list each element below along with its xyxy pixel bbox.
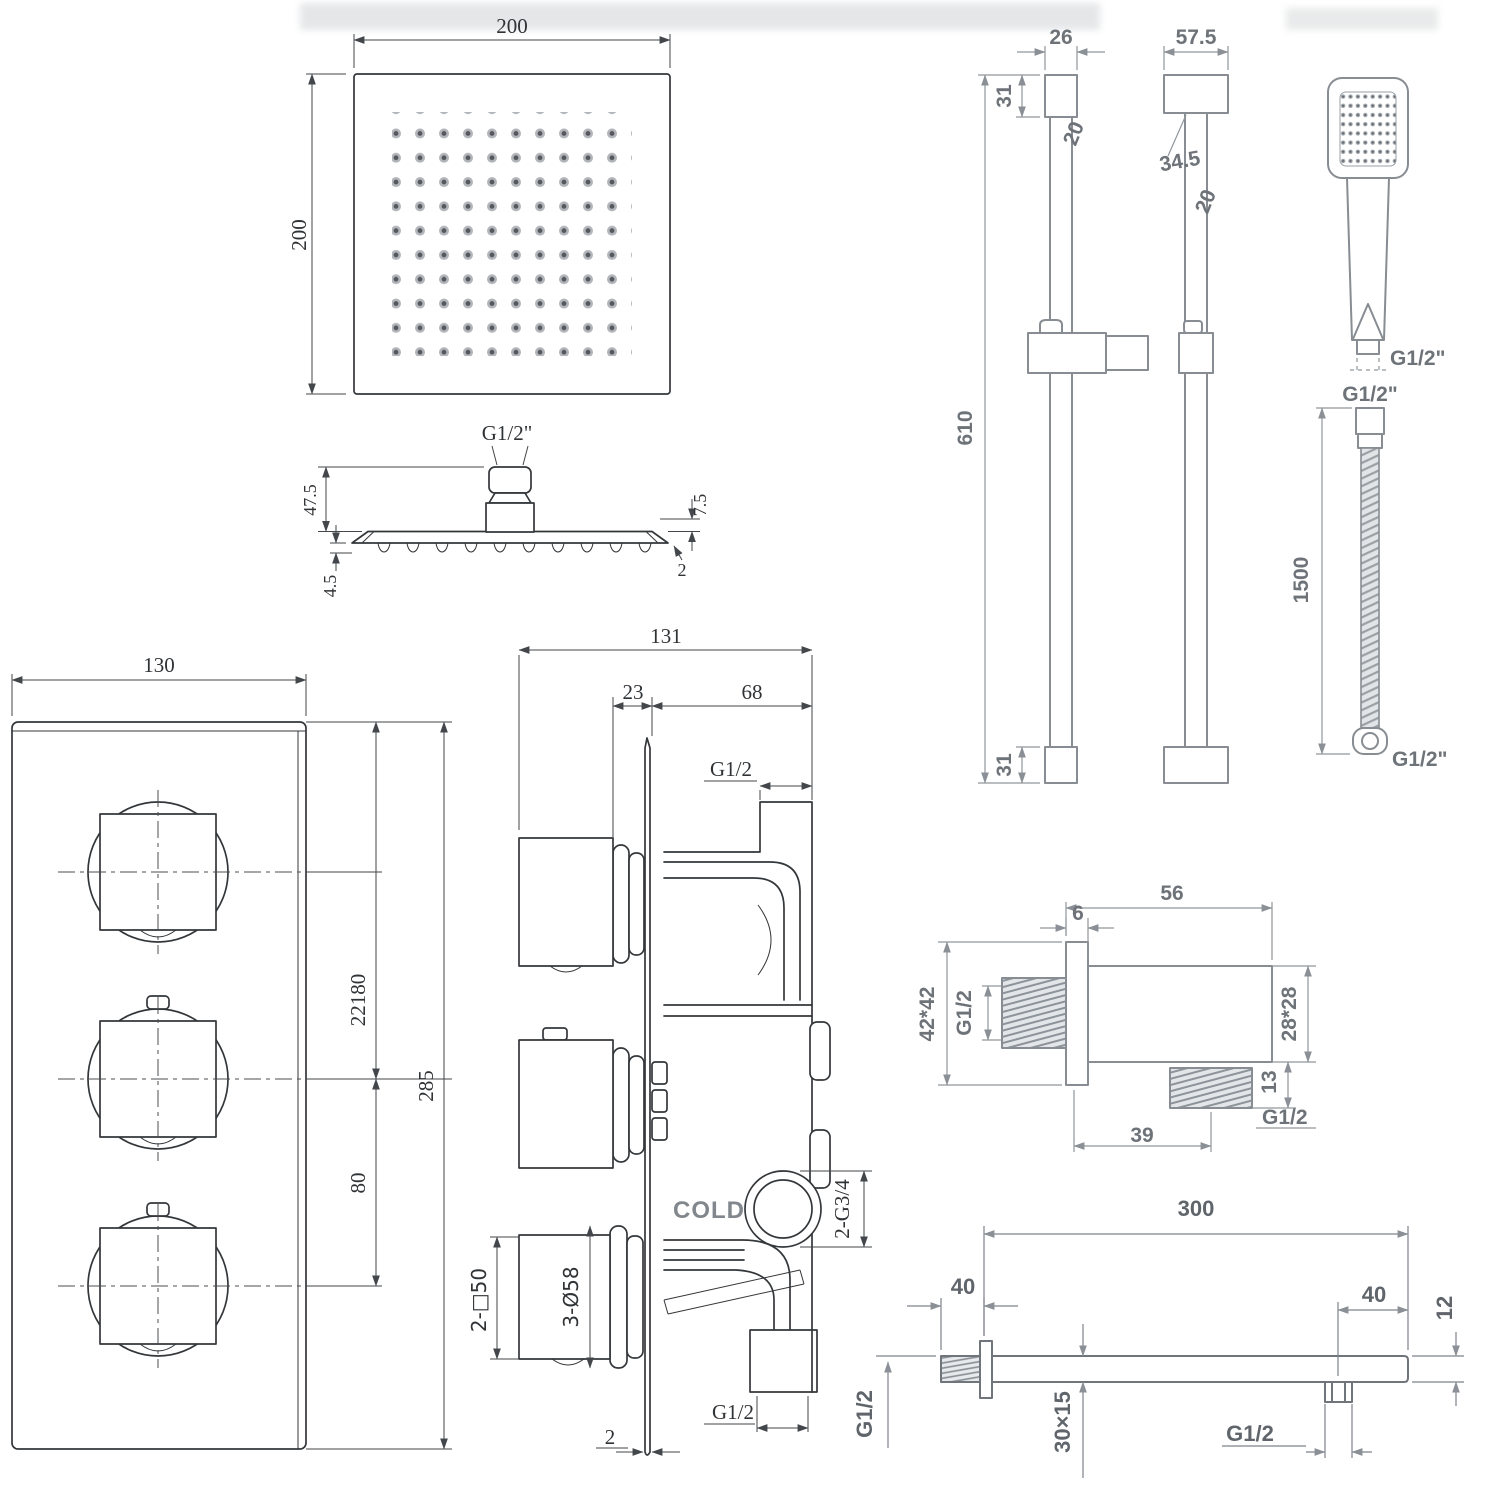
rail-bottom-cap-side <box>1163 746 1229 784</box>
dim-hose-length: 1500 <box>1290 557 1313 604</box>
handset-handle <box>1346 177 1390 341</box>
slider-bracket <box>1027 332 1107 374</box>
rail-bottom-cap <box>1044 746 1078 784</box>
slider-side <box>1178 332 1214 374</box>
nozzle-grid <box>392 112 632 356</box>
label-arm-inlet: G1/2 <box>852 1390 877 1438</box>
elbow-body <box>1087 965 1273 1063</box>
connector-neck <box>488 492 532 504</box>
slider-tab <box>1039 319 1063 334</box>
wall-outlet-elbow: 56 6 42*42 G1/2 28*28 13 39 G1/2 <box>916 882 1316 1152</box>
rail-top-cap-side <box>1163 74 1229 114</box>
dim-rail-length: 610 <box>954 410 977 445</box>
arm-flange <box>979 1340 993 1399</box>
dim-trim-width: 130 <box>143 653 175 677</box>
label-handset-thread: G1/2" <box>1390 347 1445 370</box>
shower-head-top-view: 200 200 <box>287 14 671 395</box>
dim-plate-thickness: 2 <box>605 1425 616 1449</box>
handset-cone <box>1352 303 1384 340</box>
dim-head-rim: 7.5 <box>690 494 710 517</box>
label-side-ports: 2-G3/4 <box>830 1179 854 1239</box>
trim-knob-1 <box>58 790 306 954</box>
label-arm-outlet: G1/2 <box>1226 1421 1274 1446</box>
dim-elbow-flange: 6 <box>1072 902 1084 925</box>
shower-hose: G1/2" 1500 G1/2" <box>1290 383 1447 771</box>
valve-body <box>651 801 831 1393</box>
label-knob-size: 2-□50 <box>467 1268 491 1332</box>
dim-cap-width: 26 <box>1049 26 1072 49</box>
label-top-port: G1/2 <box>710 757 752 781</box>
valve-trim-front-view: 130 22180 80 285 <box>11 653 452 1450</box>
side-knob-3 <box>518 1225 644 1369</box>
elbow-flange <box>1065 941 1089 1086</box>
spout-arm: 300 40 40 12 G1/2 30×15 G1/2 <box>852 1196 1464 1478</box>
nozzle-teeth <box>377 542 652 553</box>
label-head-thread: G1/2" <box>482 421 533 445</box>
dim-head-height: 200 <box>287 219 311 251</box>
label-elbow-outlet: G1/2 <box>1262 1106 1308 1129</box>
dim-elbow-drop: 13 <box>1258 1070 1281 1093</box>
dim-arm-section: 30×15 <box>1050 1391 1075 1453</box>
label-hose-bottom: G1/2" <box>1392 748 1447 771</box>
elbow-inlet-thread <box>1001 977 1067 1049</box>
dim-cap-height: 31 <box>993 84 1016 108</box>
valve-body-side-view: 131 23 68 G1/2 COLD 2-G3/4 2-□50 3-Ø58 G… <box>467 624 872 1456</box>
arm-thread <box>940 1355 981 1383</box>
handset-face <box>1339 91 1397 167</box>
dim-body-depth: 131 <box>650 624 682 648</box>
label-hose-top: G1/2" <box>1342 383 1397 406</box>
trim-knob-3 <box>58 1202 306 1368</box>
head-plate-profile <box>351 530 669 544</box>
watermark <box>300 3 1438 30</box>
rail-bar <box>1049 116 1073 748</box>
slide-rail-side-view: 57.5 34.5 20 <box>1158 26 1229 784</box>
arm-bar <box>992 1355 1409 1383</box>
dim-foot-height: 31 <box>993 753 1016 777</box>
label-elbow-inlet: G1/2 <box>953 990 976 1036</box>
dim-head-nozzle: 4.5 <box>320 575 340 598</box>
elbow-outlet-thread <box>1169 1067 1253 1109</box>
hose-body <box>1360 447 1380 729</box>
side-knob-1 <box>518 837 645 973</box>
slider-clamp <box>1105 335 1149 371</box>
label-bottom-port: G1/2 <box>712 1400 754 1424</box>
hand-shower: G1/2" <box>1327 77 1445 371</box>
dim-body-back: 68 <box>742 680 763 704</box>
dim-trim-height: 285 <box>414 1070 438 1102</box>
dim-arm-offset: 40 <box>1362 1282 1386 1307</box>
slide-rail-front-view: 26 31 610 31 20 <box>954 26 1149 784</box>
arm-outlet <box>1324 1382 1353 1403</box>
dim-arm-thread-len: 40 <box>951 1274 975 1299</box>
valve-bottom-port <box>749 1329 818 1393</box>
label-flange-size: 3-Ø58 <box>559 1266 583 1327</box>
rail-top-cap <box>1044 74 1078 118</box>
escutcheon-plate <box>644 737 651 1456</box>
dim-arm-length: 300 <box>1178 1196 1215 1221</box>
dim-arm-tip: 12 <box>1432 1296 1457 1320</box>
dim-scap-width: 57.5 <box>1176 26 1217 49</box>
dim-elbow-plate: 42*42 <box>916 987 939 1042</box>
handset-nut <box>1356 339 1380 355</box>
trim-knob-2 <box>58 995 306 1161</box>
slider-tab-side <box>1183 320 1203 334</box>
dim-elbow-offset: 39 <box>1130 1124 1153 1147</box>
connector-cap <box>488 466 532 494</box>
dim-trim-pitch: 80 <box>346 1173 370 1194</box>
dim-trim-pitch-top: 22180 <box>346 974 370 1027</box>
side-knob-2 <box>518 1027 645 1169</box>
valve-port-g34 <box>744 1170 822 1248</box>
dim-elbow-body: 56 <box>1160 882 1183 905</box>
hose-bottom-fitting <box>1352 727 1388 755</box>
label-cold: COLD <box>673 1197 745 1224</box>
dim-head-drop: 47.5 <box>300 484 320 516</box>
connector-base <box>485 502 535 533</box>
dim-body-front: 23 <box>623 680 644 704</box>
shower-head-side-view: G1/2" 47.5 7.5 4.5 2 <box>300 421 710 597</box>
dim-elbow-section: 28*28 <box>1278 986 1301 1041</box>
dim-head-width: 200 <box>496 14 528 38</box>
dim-head-plate-thk: 2 <box>678 560 687 580</box>
hose-top-fitting <box>1355 407 1385 435</box>
